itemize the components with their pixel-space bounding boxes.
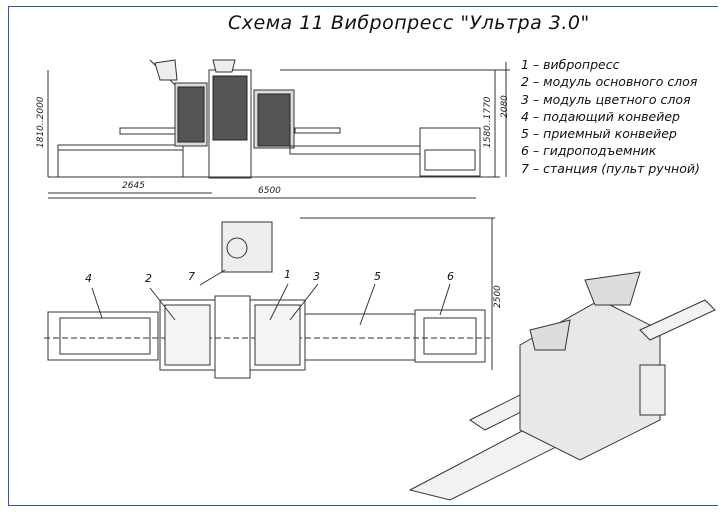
legend-item: 2 – модуль основного слоя <box>521 74 698 90</box>
legend-item: 6 – гидроподъемник <box>521 143 657 159</box>
dim-height-mid: 1580..1770 <box>483 96 493 148</box>
legend-item: 1 – вибропресс <box>521 57 620 72</box>
callout-1: 1 <box>284 268 291 281</box>
legend-item: 5 – приемный конвейер <box>521 126 677 142</box>
callout-4: 4 <box>85 272 92 285</box>
dim-depth: 2500 <box>493 285 503 308</box>
top-view <box>44 217 495 379</box>
drawing-title: Схема 11 Вибропресс "Ультра 3.0" <box>228 12 590 34</box>
sheet-frame <box>8 6 718 506</box>
callout-5: 5 <box>374 270 381 283</box>
dim-height-right: 2080 <box>500 95 510 118</box>
callout-3: 3 <box>313 270 320 283</box>
side-view <box>47 59 510 199</box>
dim-height-left: 1810..2000 <box>36 96 46 148</box>
callout-2: 2 <box>145 272 152 285</box>
legend-item: 4 – подающий конвейер <box>521 108 680 124</box>
callout-7: 7 <box>188 270 195 283</box>
legend: 1 – вибропресс 2 – модуль основного слоя… <box>521 56 700 177</box>
legend-item: 3 – модуль цветного слоя <box>521 91 691 107</box>
callout-6: 6 <box>447 270 454 283</box>
dim-6500: 6500 <box>258 186 281 196</box>
dim-2645: 2645 <box>122 181 145 191</box>
isometric-view <box>408 271 716 501</box>
legend-item: 7 – станция (пульт ручной) <box>521 160 700 176</box>
